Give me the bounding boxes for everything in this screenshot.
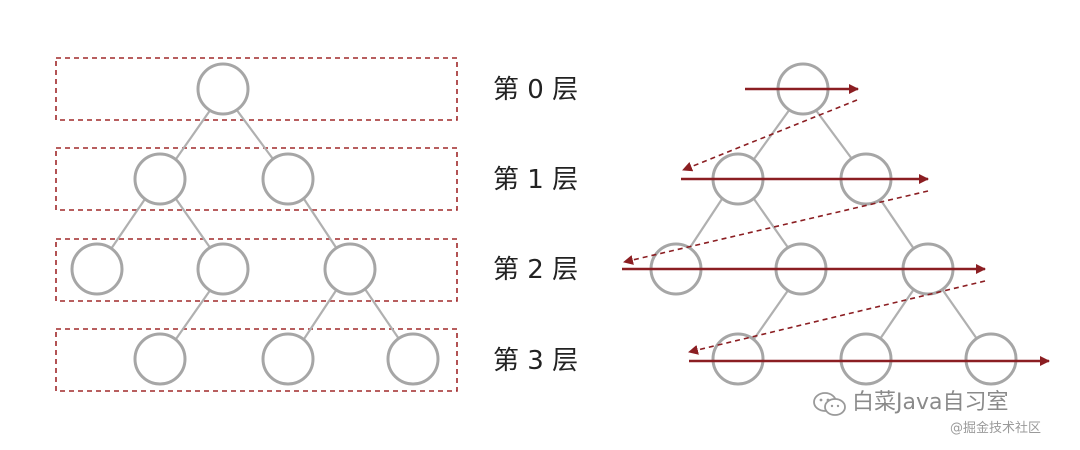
tree-node <box>839 332 893 386</box>
return-arrow-1-to-2 <box>623 190 929 265</box>
tree-node <box>70 242 124 296</box>
return-arrow-2-to-3 <box>688 280 986 355</box>
edge <box>110 198 146 250</box>
edge <box>364 288 400 340</box>
watermark-title: 白菜Java自习室 <box>852 390 1009 415</box>
tree-node <box>133 332 187 386</box>
tree-node <box>196 242 250 296</box>
left-tree-nodes <box>70 62 440 386</box>
tree-node <box>196 62 250 116</box>
wechat-icon <box>813 392 846 416</box>
return-arrow-0-to-1 <box>682 99 858 172</box>
edge <box>941 288 978 340</box>
watermark-source: @掘金技术社区 <box>950 421 1042 436</box>
level-box-0 <box>55 57 458 121</box>
left-tree-edges <box>110 108 400 340</box>
edge <box>753 198 790 250</box>
edge <box>175 198 212 250</box>
level-box-1 <box>55 147 458 211</box>
edge <box>303 198 338 250</box>
tree-node <box>386 332 440 386</box>
level-label-3: 第 3 层 <box>493 346 579 376</box>
edge <box>175 288 212 340</box>
edge <box>175 108 212 160</box>
edge <box>688 198 723 250</box>
level-label-0: 第 0 层 <box>493 75 579 105</box>
tree-node <box>964 332 1018 386</box>
traversal-arrows <box>622 84 1050 366</box>
edge <box>879 198 915 250</box>
tree-node <box>133 152 187 206</box>
tree-node <box>711 332 765 386</box>
edge <box>879 288 915 340</box>
tree-node <box>261 152 315 206</box>
edge <box>814 108 853 160</box>
edge <box>753 288 790 340</box>
edge <box>303 288 338 340</box>
level-label-1: 第 1 层 <box>493 165 579 195</box>
left-level-boxes <box>55 57 458 392</box>
tree-node <box>261 332 315 386</box>
edge <box>235 108 274 160</box>
level-label-2: 第 2 层 <box>493 255 579 285</box>
level-box-2 <box>55 238 458 302</box>
tree-node <box>323 242 377 296</box>
return-arrows <box>623 99 986 355</box>
right-tree-edges <box>688 108 978 340</box>
level-box-3 <box>55 328 458 392</box>
